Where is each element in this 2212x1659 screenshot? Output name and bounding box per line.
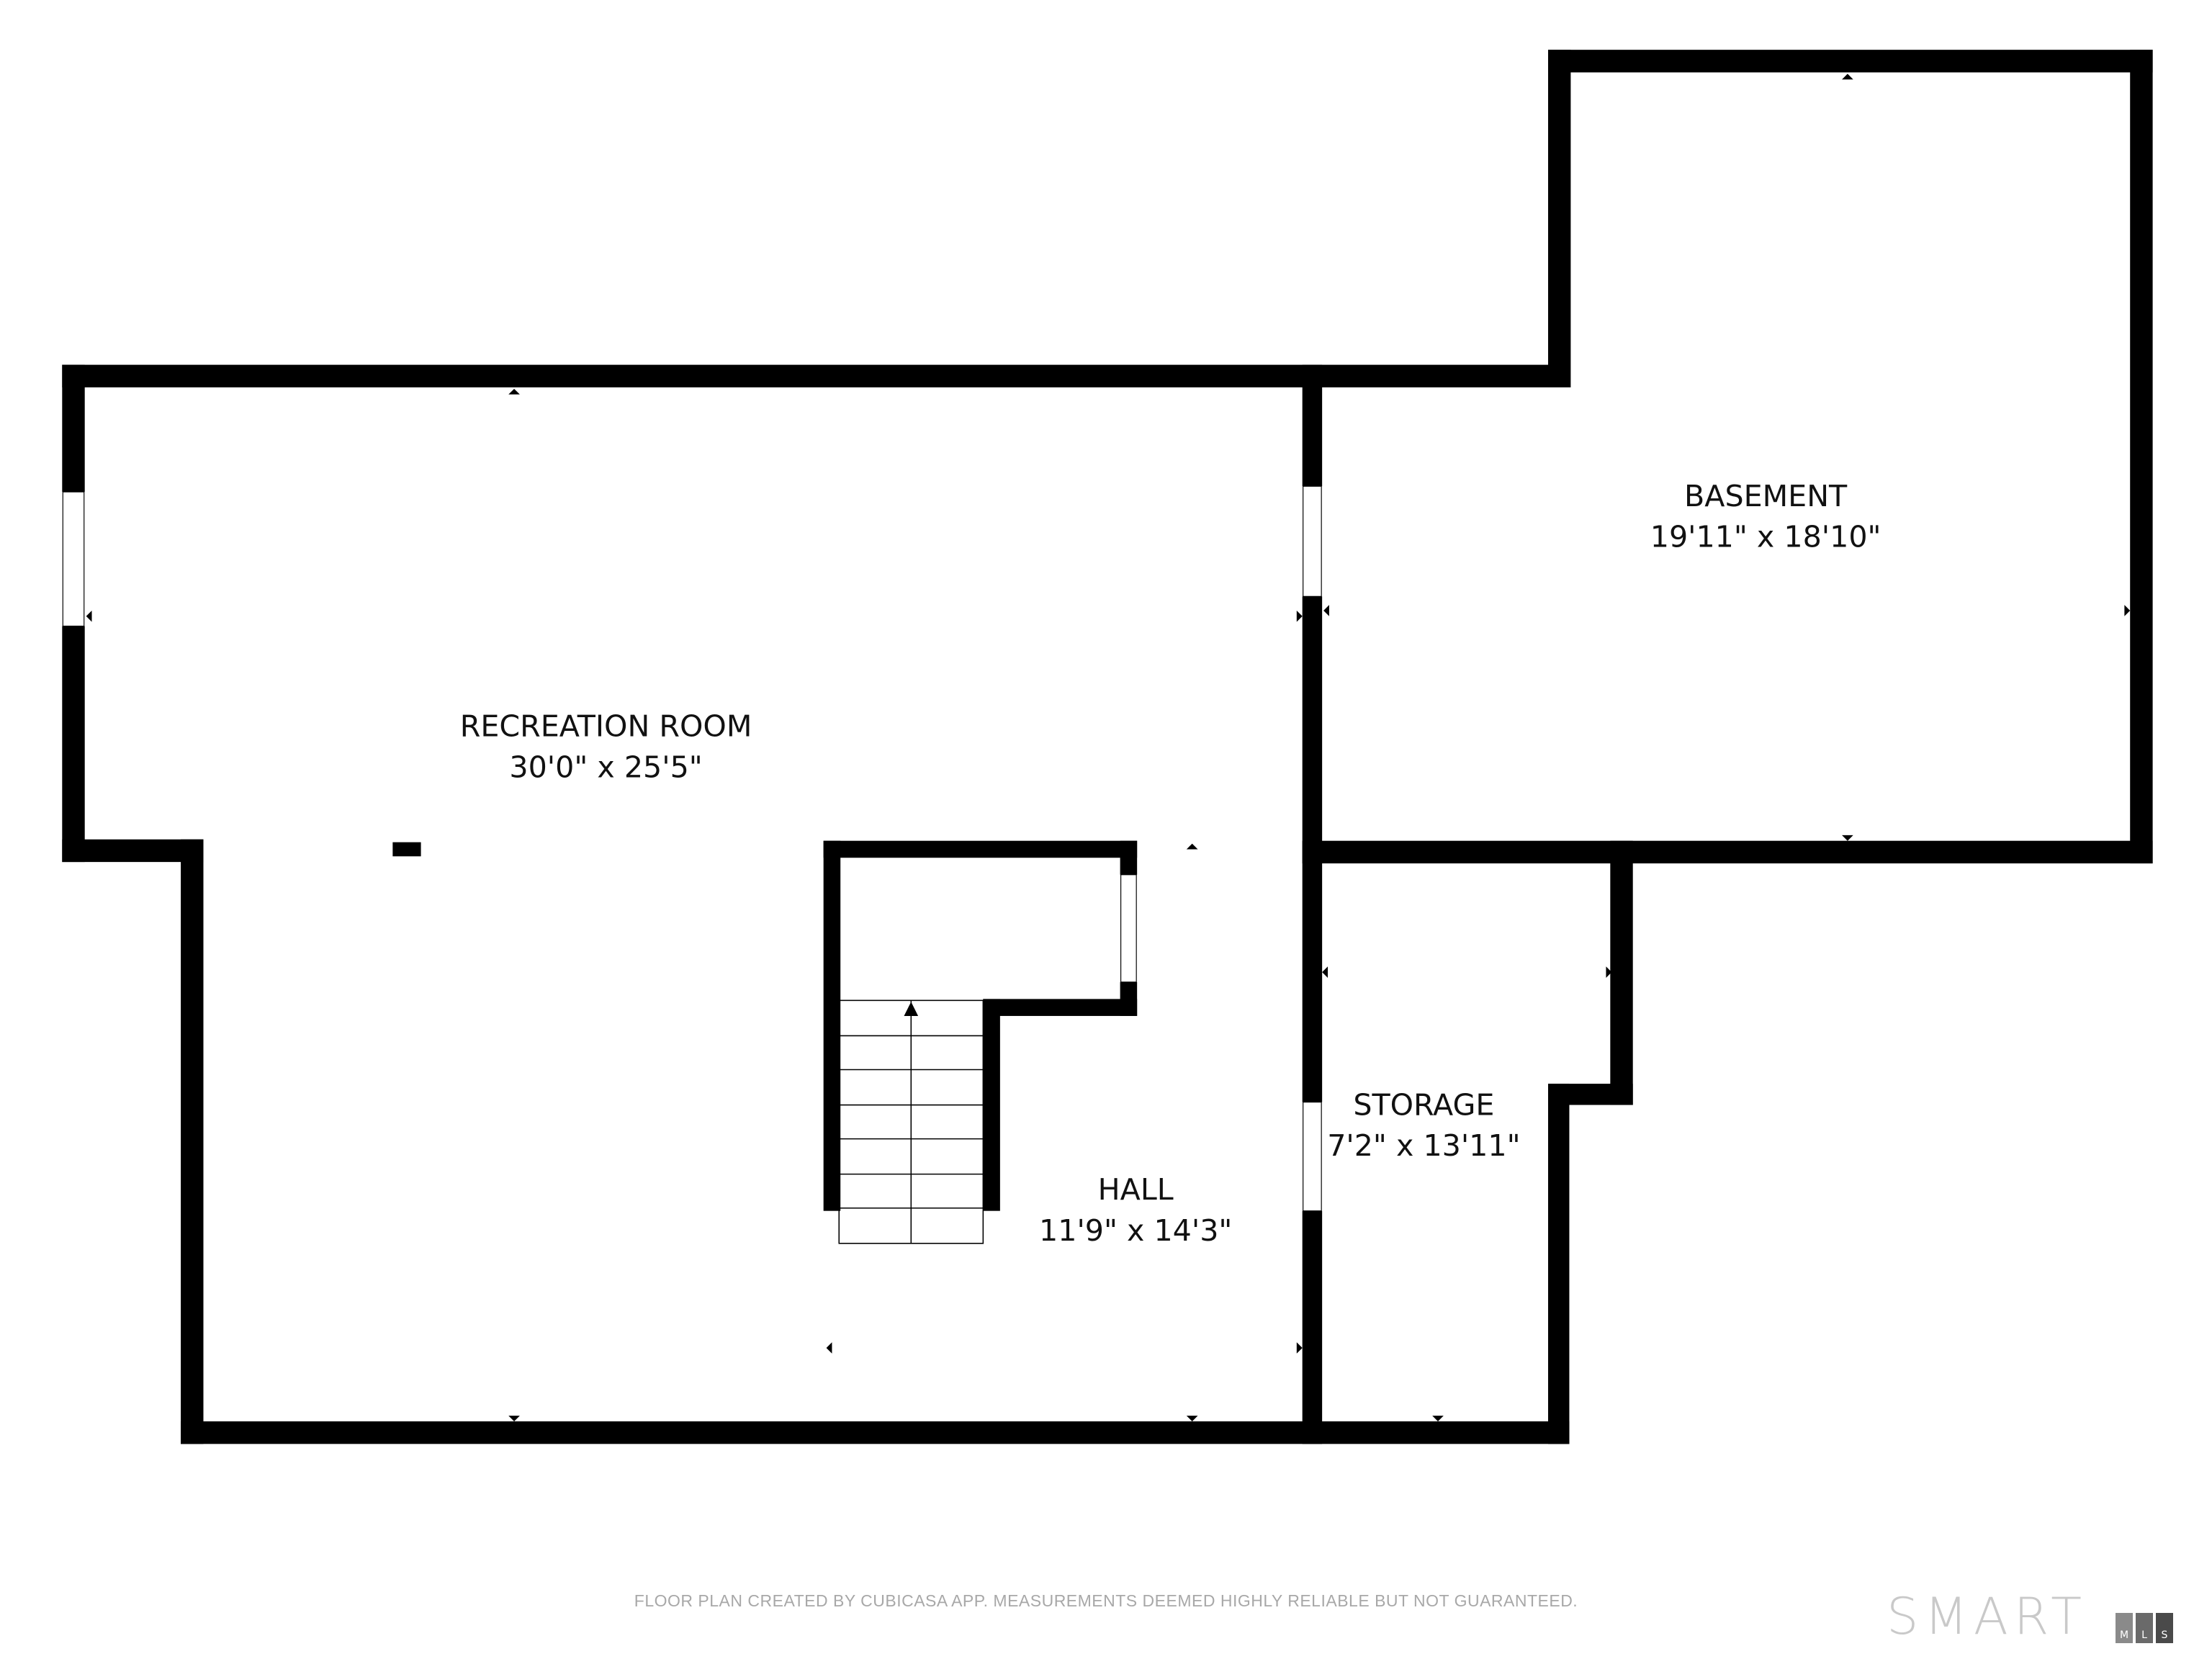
marker-left-icon xyxy=(1323,605,1329,616)
room-dimensions: 11'9" x 14'3" xyxy=(1039,1213,1232,1248)
opening-center-upper xyxy=(1303,485,1322,597)
smart-mls-logo: SMART xyxy=(1887,1591,2087,1642)
logo-box-l: L xyxy=(2136,1613,2153,1643)
wall-left-upper xyxy=(62,364,85,493)
room-name: BASEMENT xyxy=(1684,479,1848,513)
logo-box-m: M xyxy=(2116,1613,2133,1643)
walls xyxy=(62,50,2153,1444)
room-name: STORAGE xyxy=(1353,1087,1494,1122)
room-dimensions: 30'0" x 25'5" xyxy=(509,750,702,784)
wall-storage-right-upper xyxy=(1610,840,1633,1105)
marker-up-icon xyxy=(1186,843,1198,850)
wall-basement-right xyxy=(2130,50,2153,864)
room-dimensions: 19'11" x 18'10" xyxy=(1650,520,1881,554)
fixture-mark xyxy=(392,842,421,857)
wall-center-1 xyxy=(1302,364,1323,487)
wall-stair-left xyxy=(823,840,841,1211)
marker-up-icon xyxy=(1842,73,1853,80)
wall-center-3 xyxy=(1302,1210,1323,1444)
logo-box-s: S xyxy=(2156,1613,2173,1643)
room-labels: RECREATION ROOM 30'0" x 25'5" BASEMENT 1… xyxy=(460,479,1881,1248)
wall-center-2 xyxy=(1302,596,1323,1102)
opening-center-lower xyxy=(1303,1102,1322,1212)
marker-right-icon xyxy=(1606,966,1612,978)
openings xyxy=(62,485,1322,1212)
marker-down-icon xyxy=(1842,835,1853,841)
wall-stair-top xyxy=(823,840,1138,858)
stair-direction-arrow-icon xyxy=(904,1002,919,1016)
window-left xyxy=(62,491,85,627)
room-name: RECREATION ROOM xyxy=(460,709,752,744)
wall-basement-left xyxy=(1548,50,1571,387)
wall-stair-inner xyxy=(983,999,1000,1211)
marker-left-icon xyxy=(86,610,92,622)
wall-basement-top xyxy=(1548,50,2153,73)
marker-right-icon xyxy=(1296,610,1303,622)
wall-left-step xyxy=(62,839,204,863)
wall-left-bottom xyxy=(181,839,204,1444)
marker-down-icon xyxy=(1186,1416,1198,1421)
marker-right-icon xyxy=(2124,605,2131,616)
wall-left-lower xyxy=(62,626,85,863)
wall-basement-bottom xyxy=(1302,840,2153,864)
wall-stair-right-upper xyxy=(1120,840,1138,875)
opening-stair xyxy=(1120,874,1137,983)
stairs xyxy=(838,999,984,1244)
marker-up-icon xyxy=(1432,855,1444,861)
room-dimensions: 7'2" x 13'11" xyxy=(1327,1128,1520,1163)
wall-storage-right-lower xyxy=(1548,1084,1570,1444)
disclaimer-text: FLOOR PLAN CREATED BY CUBICASA APP. MEAS… xyxy=(634,1591,1578,1610)
wall-top-main xyxy=(62,364,1568,387)
marker-right-icon xyxy=(1296,1342,1303,1354)
marker-down-icon xyxy=(1432,1416,1444,1421)
wall-stair-ledge xyxy=(983,999,1138,1016)
dimension-markers xyxy=(86,73,2131,1421)
marker-down-icon xyxy=(508,1416,520,1421)
room-name: HALL xyxy=(1098,1172,1174,1207)
marker-left-icon xyxy=(1322,966,1328,978)
logo-brand: SMART xyxy=(1887,1587,2088,1646)
marker-up-icon xyxy=(508,388,520,395)
marker-left-icon xyxy=(826,1342,832,1354)
wall-bottom xyxy=(181,1421,1570,1444)
